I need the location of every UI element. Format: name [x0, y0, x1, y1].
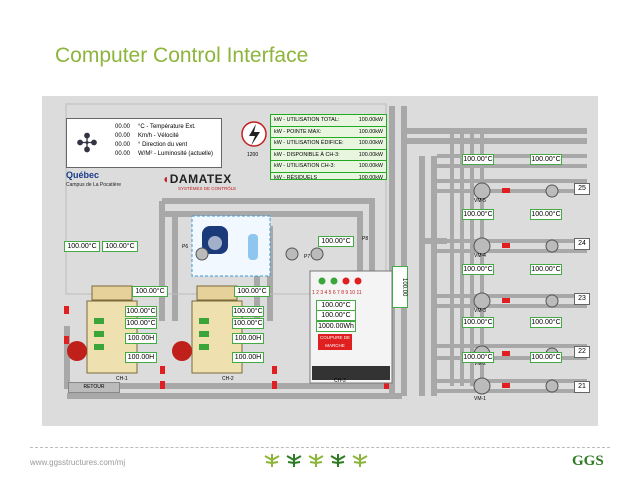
energy-panel: kW - UTILISATION TOTAL:100.00kW kW - POI…	[270, 114, 387, 181]
zone-number: 25	[574, 183, 590, 195]
zone-number: 22	[574, 346, 590, 358]
zone-valve-label: VM-4	[474, 253, 486, 259]
zone-number: 24	[574, 238, 590, 250]
temp-p7: 100.00°C	[318, 236, 354, 247]
leaf-icon	[264, 454, 280, 467]
zone-temp-return: 100.00°C	[530, 317, 562, 328]
zone-valve-label: VM-2	[474, 361, 486, 367]
label-p8: P8	[362, 236, 369, 242]
page-title: Computer Control Interface	[55, 44, 309, 67]
zone-temp-supply: 100.00°C	[462, 317, 494, 328]
temp-ch2-d: 100.00H	[232, 352, 264, 363]
weather-row-temp: 00.00°C - Température Ext.	[115, 124, 196, 130]
footer-divider	[30, 447, 610, 448]
weather-row-direction: 00.00° Direction du vent	[115, 142, 188, 148]
piping-diagram	[64, 103, 587, 399]
temp-ch1-a: 100.00°C	[125, 306, 157, 317]
zone-temp-supply: 100.00°C	[462, 209, 494, 220]
energy-row-ch3: kW - UTILISATION CH-3:100.00kW	[271, 161, 386, 173]
energy-row-available: kW - DISPONIBLE À CH-3:100.00kW	[271, 150, 386, 161]
label-ch2: CH-2	[222, 376, 234, 382]
zone-temp-return: 100.00°C	[530, 264, 562, 275]
zone-temp-return: 100.00°C	[530, 352, 562, 363]
temp-left-2: 100.00°C	[102, 241, 138, 252]
energy-row-peak: kW - POINTE MAX:100.00kW	[271, 127, 386, 138]
temp-ch2-top: 100.00°C	[234, 286, 270, 297]
label-ch3: CH-3	[334, 378, 346, 384]
zone-temp-supply: 100.00°C	[462, 264, 494, 275]
compass-icon: ✣	[76, 128, 98, 158]
label-p7: P7	[304, 254, 311, 260]
temp-ch2-a: 100.00°C	[232, 306, 264, 317]
ggs-logo: GGS	[572, 453, 604, 469]
zone-valve-label: VM-1	[474, 396, 486, 402]
label-ch1: CH-1	[116, 376, 128, 382]
temp-ch1-b: 100.00°C	[125, 318, 157, 329]
zone-temp-return: 100.00°C	[530, 154, 562, 165]
zone-temp-supply: 100.00°C	[462, 154, 494, 165]
ch3-numbers: 1 2 3 4 5 6 7 8 9 10 11	[312, 290, 362, 296]
leaf-icons	[262, 452, 370, 468]
retour-label: RETOUR	[68, 382, 120, 393]
temp-left-1: 100.00°C	[64, 241, 100, 252]
ch3-vertical-readout: 100.00	[392, 266, 408, 308]
zone-number: 23	[574, 293, 590, 305]
hydro-code: 1200	[247, 152, 259, 158]
leaf-icon	[286, 454, 302, 467]
energy-row-total: kW - UTILISATION TOTAL:100.00kW	[271, 115, 386, 127]
pipes	[64, 106, 587, 399]
energy-row-building: kW - UTILISATION ÉDIFICE:100.00kW	[271, 138, 386, 150]
ch3-temp-2: 100.00°C	[316, 310, 356, 321]
institution-logo: Québec Campus de La Pocatière	[66, 170, 122, 188]
temp-ch1-top: 100.00°C	[132, 286, 168, 297]
zone-valve-label: VM-5	[474, 198, 486, 204]
zone-temp-return: 100.00°C	[530, 209, 562, 220]
zone-valve-label: VM-3	[474, 308, 486, 314]
zone-temp-supply: 100.00°C	[462, 352, 494, 363]
ch3-energy: 1000.00Wh	[316, 321, 356, 332]
footer-url: www.ggsstructures.com/mj	[30, 458, 126, 467]
leaf-icon	[330, 454, 346, 467]
ch3-stop-button[interactable]: COUPURE DE MARCHE	[318, 334, 352, 350]
temp-ch1-d: 100.00H	[125, 352, 157, 363]
label-p6: P6	[182, 244, 189, 250]
zone-number: 21	[574, 381, 590, 393]
temp-ch1-c: 100.00H	[125, 333, 157, 344]
temp-ch2-c: 100.00H	[232, 333, 264, 344]
leaf-icon	[352, 454, 368, 467]
temp-ch2-b: 100.00°C	[232, 318, 264, 329]
brand-logo: ◖DAMATEX SYSTÈMES DE CONTRÔLE	[162, 172, 237, 191]
leaf-icon	[308, 454, 324, 467]
